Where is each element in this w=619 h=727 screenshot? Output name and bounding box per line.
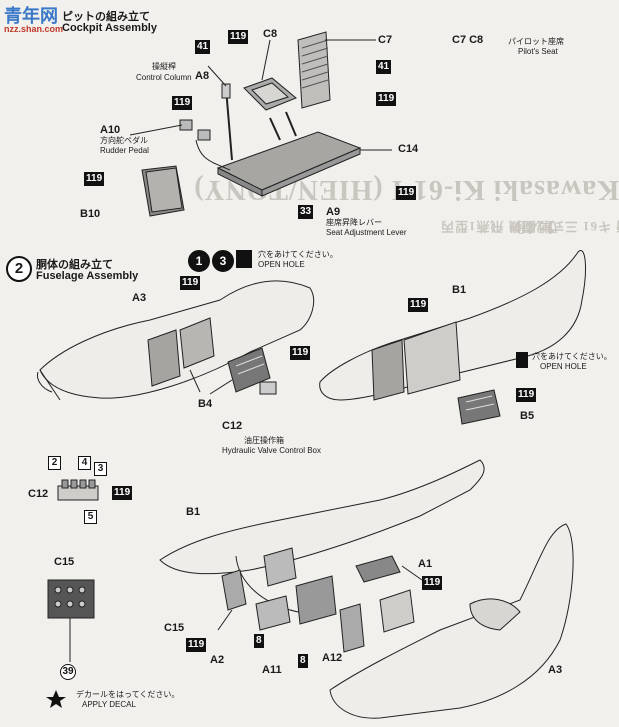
seat-adjust-jp: 座席昇降レバー (326, 218, 382, 227)
badge-119-c15: 119 (186, 638, 207, 652)
badge-119-b1: 119 (408, 298, 429, 312)
badge-41-right: 41 (376, 60, 392, 74)
badge-119-c12: 119 (112, 486, 133, 500)
badge-119-a3: 119 (180, 276, 201, 290)
label-b1-right: B1 (452, 284, 467, 296)
label-a11: A11 (262, 664, 282, 676)
step1-title-en: Cockpit Assembly (62, 22, 157, 34)
badge-119-c14: 119 (396, 186, 417, 200)
badge-8-a: 8 (254, 634, 264, 648)
c12-part-5: 5 (84, 510, 97, 524)
badge-119-c8: 119 (228, 30, 249, 44)
open-hole-number-1: 1 (188, 250, 210, 272)
seat-adjust-en: Seat Adjustment Lever (326, 228, 407, 237)
label-a10: A10 (100, 124, 121, 136)
label-c8: C8 (263, 28, 278, 40)
label-b1-bottom: B1 (186, 506, 201, 518)
c12-part-4: 4 (78, 456, 91, 470)
step2-number: 2 (6, 256, 32, 282)
badge-119-a1: 119 (422, 576, 443, 590)
badge-119-b10: 119 (84, 172, 105, 186)
decal-star-icon (46, 690, 66, 708)
step1-title-jp: ピットの組み立て (62, 11, 150, 23)
part-c12 (57, 485, 99, 501)
decal-jp: デカールをはってください。 (76, 690, 180, 699)
label-c15-bottom: C15 (164, 622, 185, 634)
open-hole-en-right: OPEN HOLE (540, 362, 587, 371)
open-hole-icon (236, 250, 252, 268)
open-hole-number-3: 3 (212, 250, 234, 272)
step2-title-en: Fuselage Assembly (36, 270, 139, 282)
label-a8: A8 (195, 70, 210, 82)
rudder-pedal-jp: 方向舵ペダル (100, 136, 148, 145)
c12-part-3: 3 (94, 462, 107, 476)
badge-119-a8: 119 (172, 96, 193, 110)
c12-part-2: 2 (48, 456, 61, 470)
badge-41-top: 41 (195, 40, 211, 54)
control-column-en: Control Column (136, 73, 192, 82)
label-a12: A12 (322, 652, 343, 664)
label-a2: A2 (210, 654, 225, 666)
label-c7: C7 (378, 34, 393, 46)
watermark-title: 青年网 (4, 6, 58, 26)
hydraulic-jp: 油圧操作箱 (244, 436, 284, 445)
control-column-jp: 操縦桿 (152, 62, 176, 71)
label-c15-left: C15 (54, 556, 75, 568)
watermark-url: nzz.shan.com (4, 24, 64, 34)
label-b5: B5 (520, 410, 535, 422)
label-b10: B10 (80, 208, 101, 220)
label-a1: A1 (418, 558, 433, 570)
badge-8-b: 8 (298, 654, 308, 668)
seat-back-c7 (297, 31, 331, 109)
label-a3-top: A3 (132, 292, 147, 304)
open-hole-icon-right (516, 352, 528, 368)
fuselage-assembly-lower (159, 459, 485, 575)
badge-119-b4: 119 (290, 346, 311, 360)
open-hole-jp-right: 穴をあけてください。 (532, 352, 612, 361)
label-c12-left: C12 (28, 488, 49, 500)
watermark-logo: 青年网 (4, 2, 58, 28)
label-b4: B4 (198, 398, 213, 410)
fuselage-half-a3-lower (329, 523, 574, 719)
badge-33: 33 (298, 205, 314, 219)
hydraulic-en: Hydraulic Valve Control Box (222, 446, 322, 455)
open-hole-en: OPEN HOLE (258, 260, 305, 269)
label-a9: A9 (326, 206, 341, 218)
label-a3-bottom: A3 (548, 664, 563, 676)
label-c14: C14 (398, 143, 419, 155)
open-hole-jp: 穴をあけてください。 (258, 250, 338, 259)
badge-39: 39 (60, 664, 76, 680)
decal-en: APPLY DECAL (82, 700, 136, 709)
legend-codes: C7 C8 (452, 34, 484, 46)
badge-119-b5: 119 (516, 388, 537, 402)
rudder-pedal-en: Rudder Pedal (100, 146, 149, 155)
part-c15 (47, 579, 95, 619)
legend-en: Pilot's Seat (518, 47, 558, 56)
step2-title-jp: 胴体の組み立て (36, 259, 113, 271)
legend-jp: パイロット座席 (508, 37, 564, 46)
label-c12-top: C12 (222, 420, 243, 432)
badge-119-c7: 119 (376, 92, 397, 106)
